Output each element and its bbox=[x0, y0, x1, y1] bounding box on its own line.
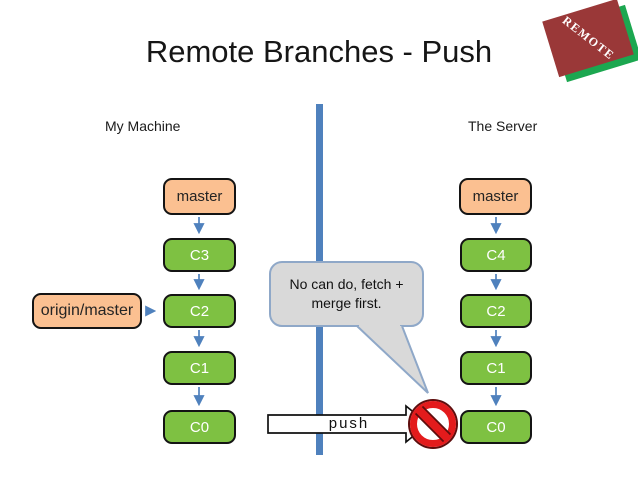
callout-bubble: No can do, fetch + merge first. bbox=[269, 261, 424, 327]
commit-box-right-c2: C2 bbox=[460, 294, 532, 328]
commit-box-left-c0: C0 bbox=[163, 410, 236, 444]
commit-box-right-c0: C0 bbox=[460, 410, 532, 444]
commit-box-right-c1: C1 bbox=[460, 351, 532, 385]
origin-master-label: origin/master bbox=[32, 293, 142, 329]
commit-box-left-c2: C2 bbox=[163, 294, 236, 328]
push-label: push bbox=[328, 415, 370, 432]
left-column-header: My Machine bbox=[105, 118, 181, 134]
right-column-header: The Server bbox=[468, 118, 538, 134]
commit-box-left-c1: C1 bbox=[163, 351, 236, 385]
callout-text: No can do, fetch + merge first. bbox=[289, 276, 404, 311]
callout-tail bbox=[356, 324, 429, 394]
page-title: Remote Branches - Push bbox=[145, 34, 493, 69]
commit-box-right-c4: C4 bbox=[460, 238, 532, 272]
commit-box-left-c3: C3 bbox=[163, 238, 236, 272]
ribbon-label: REMOTE bbox=[559, 12, 618, 63]
no-entry-icon bbox=[408, 399, 458, 449]
left-branch-label-master: master bbox=[163, 178, 236, 215]
right-branch-label-master: master bbox=[459, 178, 532, 215]
